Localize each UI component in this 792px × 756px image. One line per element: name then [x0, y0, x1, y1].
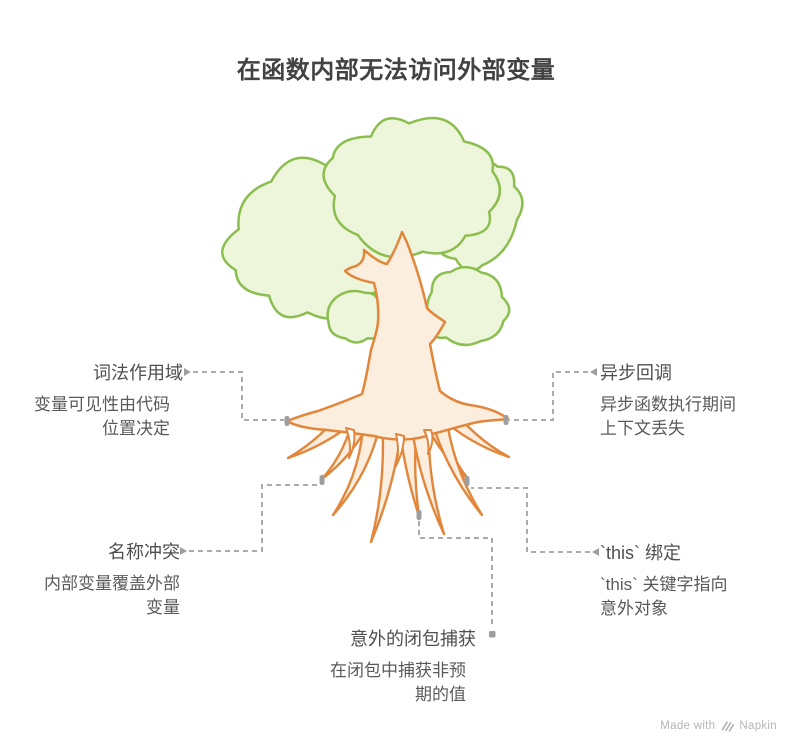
root-slit	[395, 433, 405, 467]
page-title: 在函数内部无法访问外部变量	[236, 57, 556, 84]
label-body-closure-capture: 在闭包中捕获非预 期的值	[330, 661, 466, 704]
connector-closure-capture	[418, 521, 493, 627]
label-heading-this-binding: `this` 绑定	[600, 543, 681, 563]
label-heading-name-collision: 名称冲突	[108, 542, 180, 562]
endpoint-dot	[489, 631, 496, 638]
made-with-text: Made with	[660, 720, 716, 732]
endpoint-dot	[319, 475, 325, 485]
label-body-name-collision: 内部变量覆盖外部 变量	[44, 574, 180, 617]
tree-trunk	[285, 230, 510, 441]
connector-lexical-scope	[193, 371, 284, 421]
root-slit	[345, 427, 356, 459]
canopy-cloud	[322, 116, 502, 259]
arrowhead-icon	[180, 547, 187, 555]
endpoint-dot	[416, 510, 422, 520]
napkin-logo-icon	[722, 721, 735, 732]
label-body-async-callback: 异步函数执行期间 上下文丢失	[600, 395, 736, 438]
endpoint-dot	[284, 416, 290, 426]
label-heading-lexical-scope: 词法作用域	[93, 363, 183, 383]
label-body-lexical-scope: 变量可见性由代码 位置决定	[34, 395, 170, 438]
root-finger	[429, 409, 484, 517]
label-body-this-binding: `this` 关键字指向 意外对象	[600, 575, 728, 618]
made-with-napkin-badge[interactable]: Made with Napkin	[660, 719, 777, 733]
brand-text: Napkin	[739, 720, 777, 732]
label-heading-closure-capture: 意外的闭包捕获	[350, 629, 476, 649]
connector-async-callback	[509, 371, 588, 421]
connector-this-binding	[471, 487, 590, 553]
canopy-cloud	[425, 265, 511, 347]
root-slit	[423, 429, 434, 455]
arrowhead-icon	[184, 368, 191, 376]
root-finger	[331, 415, 382, 517]
arrowhead-icon	[592, 548, 599, 556]
endpoint-dot	[464, 476, 470, 486]
connector-name-collision	[189, 484, 318, 552]
arrowhead-icon	[590, 368, 597, 376]
endpoint-dot	[503, 415, 509, 425]
label-heading-async-callback: 异步回调	[600, 363, 672, 383]
